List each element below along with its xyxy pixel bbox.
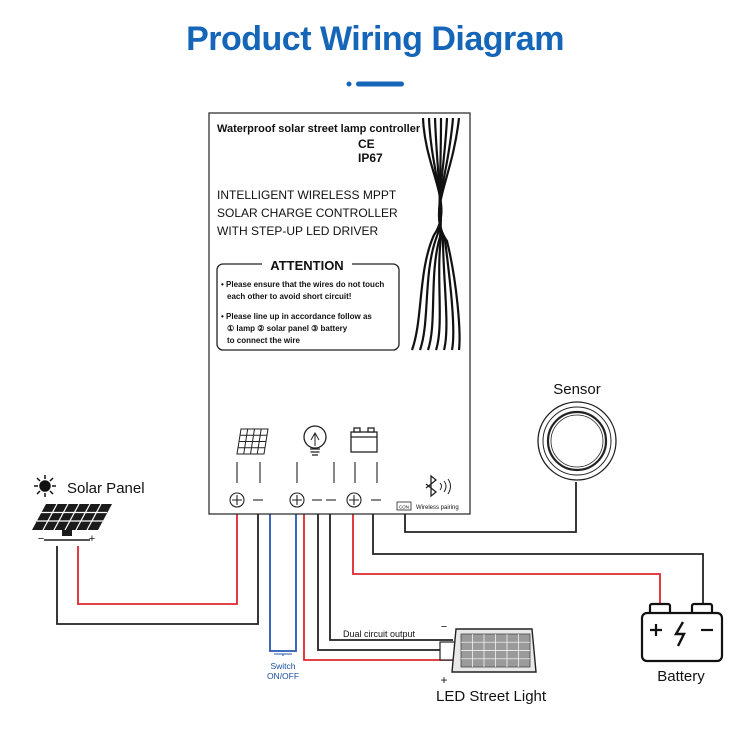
wire-lamp-negative-1	[317, 512, 453, 651]
solar-panel-icon	[32, 503, 112, 541]
switch-component: Switch ON/OFF	[267, 653, 299, 681]
controller-model: Waterproof solar street lamp controller	[217, 123, 421, 135]
battery-icon	[640, 602, 724, 663]
solar-panel-minus: −	[38, 533, 44, 545]
solar-panel-terminal-icon	[236, 428, 269, 455]
sun-icon	[34, 475, 56, 497]
led-street-light-component: Dual circuit output − + LED Street Light	[343, 621, 547, 705]
battery-component: Battery	[640, 602, 724, 685]
battery-label: Battery	[657, 668, 705, 685]
attention-note2-line1: • Please line up in accordance follow as	[221, 312, 372, 321]
sensor-label: Sensor	[553, 381, 601, 398]
lamp-terminal-icon	[303, 425, 327, 456]
wire-lamp-positive	[303, 512, 453, 661]
wireless-pairing-label: Wireless pairing	[416, 505, 459, 511]
attention-note2-line3: to connect the wire	[227, 336, 300, 345]
wireless-pairing-button[interactable]	[396, 501, 412, 511]
page-title: Product Wiring Diagram	[186, 20, 564, 58]
attention-note1-line2: each other to avoid short circuit!	[227, 292, 351, 301]
led-light-plus: +	[440, 673, 447, 687]
terminal-symbols	[229, 492, 381, 508]
controller-box: Waterproof solar street lamp controller …	[208, 112, 471, 515]
ce-mark: CE	[358, 137, 375, 151]
solar-panel-plus: +	[89, 533, 95, 545]
led-light-minus: −	[441, 621, 447, 633]
ribbon-decoration-icon	[410, 117, 461, 351]
controller-desc-line2: SOLAR CHARGE CONTROLLER	[217, 206, 398, 220]
wire-battery-positive	[352, 512, 661, 604]
wire-battery-negative	[372, 512, 704, 604]
sensor-component: Sensor	[537, 381, 617, 481]
wire-switch-1	[269, 512, 297, 652]
wire-solar-negative	[56, 512, 259, 625]
sensor-icon	[537, 401, 617, 481]
attention-note2-line2: ① lamp ② solar panel ③ battery	[227, 324, 348, 333]
wires	[56, 482, 704, 661]
terminal-dividers	[236, 462, 378, 483]
switch-icon	[274, 653, 292, 656]
dual-circuit-label: Dual circuit output	[343, 629, 416, 639]
led-street-light-label: LED Street Light	[436, 688, 547, 705]
controller-desc-line1: INTELLIGENT WIRELESS MPPT	[217, 188, 397, 202]
battery-terminal-icon	[350, 427, 378, 453]
title-underline	[346, 81, 404, 87]
wire-lamp-negative-2	[329, 512, 453, 641]
bluetooth-icon	[425, 474, 451, 498]
wireless-pairing-button-label: CON	[399, 505, 409, 510]
solar-panel-label: Solar Panel	[67, 480, 145, 497]
ip-rating: IP67	[358, 151, 383, 165]
switch-label-line2: ON/OFF	[267, 671, 299, 681]
wire-sensor	[404, 482, 577, 533]
led-street-light-icon	[439, 628, 537, 673]
attention-title: ATTENTION	[270, 258, 343, 273]
controller-desc-line3: WITH STEP-UP LED DRIVER	[217, 224, 378, 238]
solar-panel-component: Solar Panel − +	[32, 475, 145, 545]
switch-label-line1: Switch	[270, 661, 295, 671]
attention-note1-line1: • Please ensure that the wires do not to…	[221, 280, 384, 289]
wire-solar-positive	[77, 512, 238, 605]
